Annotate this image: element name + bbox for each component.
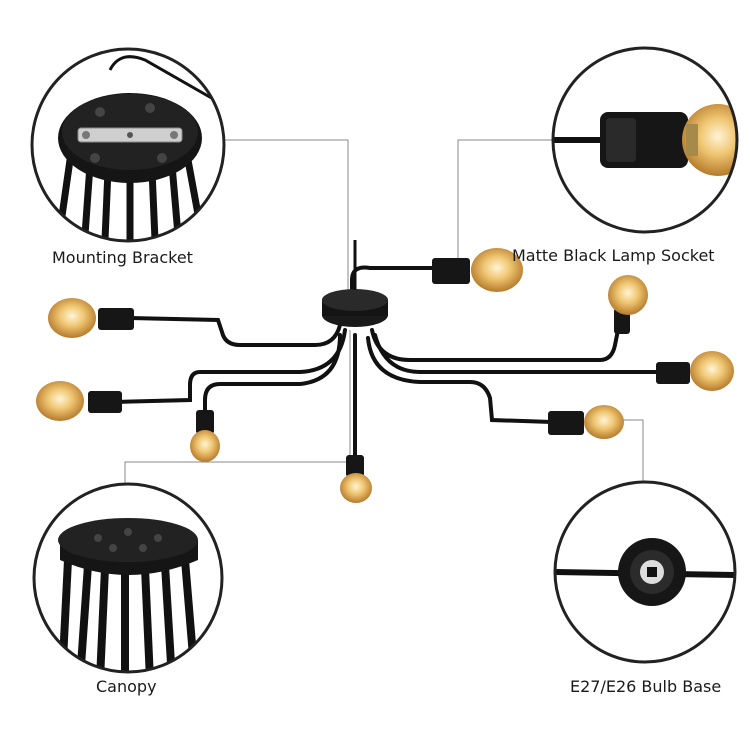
arm: [366, 336, 554, 424]
sockets: [88, 258, 690, 477]
socket: [432, 258, 470, 284]
socket: [88, 391, 122, 413]
bulb-base-detail: [553, 480, 737, 664]
canopy-detail: [32, 482, 224, 674]
bulbs: [36, 248, 734, 503]
mounting-bracket-label: Mounting Bracket: [52, 248, 193, 267]
bulb: [48, 298, 96, 338]
lamp-socket-label: Matte Black Lamp Socket: [512, 246, 715, 265]
socket: [656, 362, 690, 384]
arm: [128, 316, 342, 347]
socket: [346, 455, 364, 477]
bulb: [190, 430, 220, 462]
bulb-base-label: E27/E26 Bulb Base: [570, 677, 722, 696]
socket: [548, 411, 584, 435]
bulb: [690, 351, 734, 391]
arm: [370, 318, 622, 362]
socket: [196, 410, 214, 434]
bulb: [340, 473, 372, 503]
leader-line-canopy: [124, 330, 351, 484]
main-canopy: [322, 240, 388, 327]
arm: [373, 333, 662, 374]
lamp-socket-detail: [551, 46, 739, 234]
socket: [98, 308, 134, 330]
bulb: [36, 381, 84, 421]
chandelier: [113, 265, 662, 462]
leader-line-mounting: [215, 139, 349, 295]
canopy-label: Canopy: [96, 677, 157, 696]
bulb: [584, 405, 624, 439]
leader-line-socket: [457, 139, 555, 262]
arm: [203, 333, 342, 422]
bulb: [608, 275, 648, 315]
mounting-bracket-detail: [30, 47, 226, 243]
bulb: [471, 248, 523, 292]
